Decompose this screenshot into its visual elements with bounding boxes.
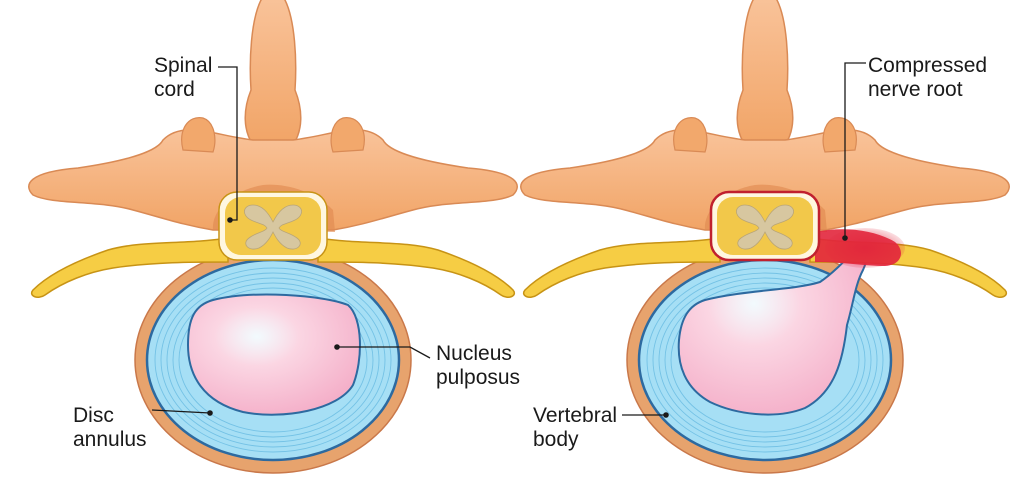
leader-compressed-nerve (844, 62, 866, 238)
nucleus-pulposus-left (186, 293, 361, 416)
normal-vertebra (28, 0, 518, 474)
herniated-vertebra (520, 0, 1010, 474)
leader-nucleus-pulposus (337, 346, 431, 359)
label-compressed-nerve-root: Compressed nerve root (868, 54, 988, 101)
leader-lines (151, 62, 866, 418)
herniated-nucleus (677, 243, 868, 416)
label-spinal-cord: Spinal cord (154, 54, 213, 101)
label-disc-annulus: Disc annulus (73, 404, 147, 451)
leader-disc-annulus (151, 409, 211, 414)
leader-spinal-cord (218, 66, 238, 221)
label-nucleus-pulposus: Nucleus pulposus (436, 342, 521, 389)
label-vertebral-body: Vertebral body (533, 404, 618, 451)
